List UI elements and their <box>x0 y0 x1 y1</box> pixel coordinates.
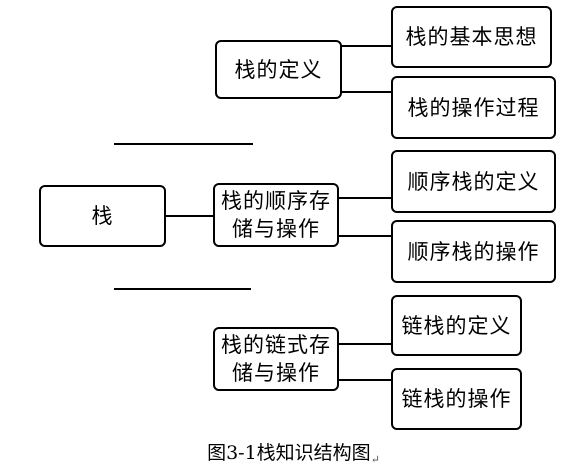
leaf-node-linked-operation: 链栈的操作 <box>391 368 522 430</box>
leaf-node-sequential-definition-label: 顺序栈的定义 <box>407 169 540 194</box>
branch-node-linked-line1: 栈的链式存 <box>221 333 331 357</box>
root-node-label: 栈 <box>91 204 114 228</box>
leaf-node-operation-process-label: 栈的操作过程 <box>407 95 540 120</box>
paragraph-mark-icon: ↵ <box>370 453 380 466</box>
leaf-node-sequential-definition: 顺序栈的定义 <box>391 150 556 213</box>
leaf-node-operation-process: 栈的操作过程 <box>391 76 556 139</box>
leaf-node-basic-idea-label: 栈的基本思想 <box>405 25 538 49</box>
branch-node-linked: 栈的链式存 储与操作 <box>213 327 339 391</box>
branch-node-definition: 栈的定义 <box>215 40 342 99</box>
leaf-node-linked-definition: 链栈的定义 <box>391 295 522 356</box>
figure-caption: 图3-1栈知识结构图↵ <box>0 440 587 473</box>
leaf-node-linked-operation-label: 链栈的操作 <box>401 387 512 411</box>
root-node: 栈 <box>39 185 166 247</box>
leaf-node-sequential-operation: 顺序栈的操作 <box>391 220 556 283</box>
branch-node-definition-label: 栈的定义 <box>234 57 323 82</box>
leaf-node-linked-definition-label: 链栈的定义 <box>401 313 512 338</box>
leaf-node-basic-idea: 栈的基本思想 <box>391 6 552 68</box>
branch-node-linked-line2: 储与操作 <box>232 361 320 385</box>
figure-caption-text: 图3-1栈知识结构图 <box>207 442 371 464</box>
branch-node-sequential-line1: 栈的顺序存 <box>221 189 331 213</box>
branch-node-sequential-line2: 储与操作 <box>232 217 320 241</box>
branch-node-sequential: 栈的顺序存 储与操作 <box>213 183 339 247</box>
leaf-node-sequential-operation-label: 顺序栈的操作 <box>407 239 540 264</box>
